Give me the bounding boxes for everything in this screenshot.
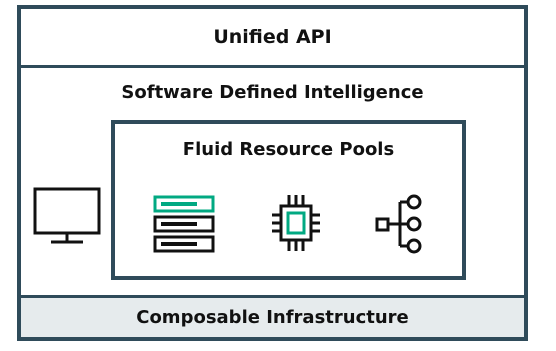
software-defined-intelligence-label: Software Defined Intelligence — [121, 81, 424, 103]
monitor-icon — [33, 187, 101, 245]
composable-infrastructure-label: Composable Infrastructure — [136, 307, 409, 328]
architecture-diagram: Unified API Software Defined Intelligenc… — [17, 5, 528, 341]
composable-infrastructure-layer: Composable Infrastructure — [21, 298, 524, 337]
fluid-resource-pools-title: Fluid Resource Pools — [182, 139, 395, 160]
software-defined-intelligence-layer: Software Defined Intelligence — [21, 75, 524, 109]
layer-divider-top — [21, 65, 524, 68]
fluid-resource-pools: Fluid Resource Pools — [111, 120, 466, 280]
processor-chip-icon — [271, 193, 321, 253]
unified-api-label: Unified API — [213, 26, 332, 48]
network-tree-icon — [375, 192, 425, 256]
unified-api-layer: Unified API — [21, 9, 524, 65]
server-stack-icon — [153, 195, 217, 255]
layer-divider-bottom — [21, 295, 524, 298]
